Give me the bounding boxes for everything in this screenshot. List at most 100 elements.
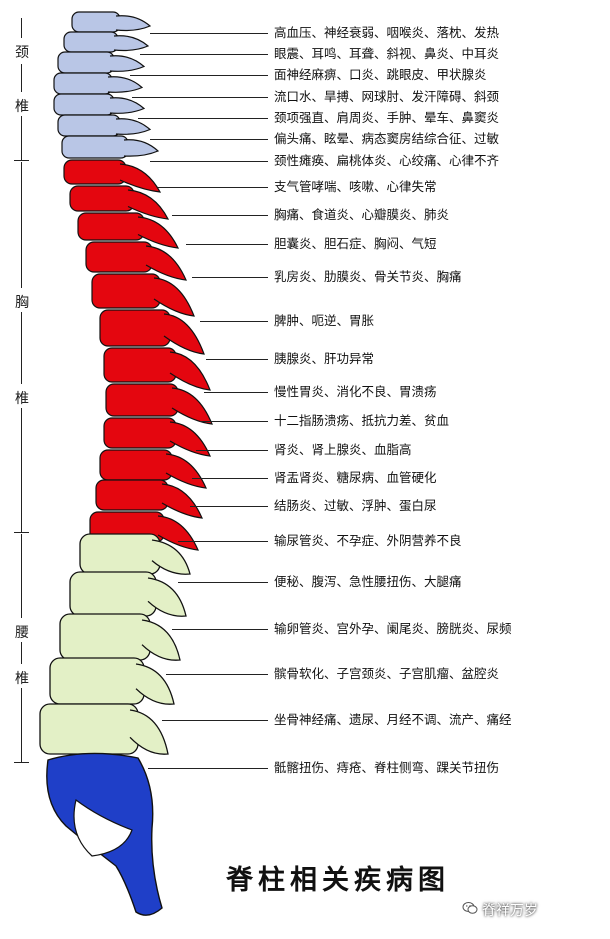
cervical-process bbox=[110, 98, 144, 114]
leader-line bbox=[200, 321, 268, 322]
bracket-line bbox=[21, 64, 22, 92]
leader-line bbox=[196, 450, 268, 451]
leader-line bbox=[158, 187, 268, 188]
cervical-vertebra bbox=[58, 115, 120, 136]
thoracic-vertebra bbox=[86, 242, 152, 272]
leader-line bbox=[204, 392, 268, 393]
leader-line bbox=[190, 506, 268, 507]
annotation-text: 十二指肠溃疡、抵抗力差、贫血 bbox=[274, 414, 449, 428]
leader-line bbox=[130, 75, 268, 76]
cervical-vertebra bbox=[54, 94, 114, 115]
lumbar-vertebra bbox=[60, 614, 150, 660]
cervical-process bbox=[116, 16, 150, 31]
leader-line bbox=[172, 629, 268, 630]
leader-line bbox=[192, 277, 268, 278]
annotation-text: 结肠炎、过敏、浮肿、蛋白尿 bbox=[274, 499, 437, 513]
annotation-text: 坐骨神经痛、遗尿、月经不调、流产、痛经 bbox=[274, 713, 512, 727]
annotation-text: 眼震、耳鸣、耳聋、斜视、鼻炎、中耳炎 bbox=[274, 47, 499, 61]
annotation-text: 肾炎、肾上腺炎、血脂高 bbox=[274, 443, 412, 457]
leader-line bbox=[192, 478, 268, 479]
region-label-thoracic-1: 胸 bbox=[12, 292, 32, 312]
cervical-vertebra bbox=[54, 73, 112, 94]
thoracic-vertebra bbox=[100, 310, 170, 346]
thoracic-vertebra bbox=[78, 213, 144, 240]
cervical-process bbox=[110, 56, 144, 72]
leader-line bbox=[172, 215, 268, 216]
thoracic-vertebra bbox=[92, 274, 160, 308]
annotation-text: 慢性胃炎、消化不良、胃溃疡 bbox=[274, 385, 437, 399]
leader-line bbox=[166, 674, 268, 675]
lumbar-vertebra bbox=[40, 704, 138, 754]
bracket-line bbox=[21, 688, 22, 762]
bracket-line bbox=[21, 162, 22, 288]
leader-line bbox=[150, 33, 268, 34]
region-label-thoracic-2: 椎 bbox=[12, 388, 32, 408]
annotation-text: 肾盂肾炎、糖尿病、血管硬化 bbox=[274, 471, 437, 485]
thoracic-process bbox=[166, 454, 206, 488]
lumbar-vertebra bbox=[70, 572, 156, 616]
annotation-text: 脾肿、呃逆、胃胀 bbox=[274, 314, 374, 328]
cervical-process bbox=[116, 119, 150, 135]
thoracic-vertebra bbox=[104, 348, 176, 382]
annotation-text: 流口水、旱搏、网球肘、发汗障碍、斜颈 bbox=[274, 90, 499, 104]
thoracic-vertebra bbox=[70, 186, 134, 211]
annotation-text: 高血压、神经衰弱、咽喉炎、落枕、发热 bbox=[274, 26, 499, 40]
bracket-line bbox=[21, 18, 22, 38]
cervical-process bbox=[108, 77, 142, 93]
cervical-vertebra bbox=[62, 136, 128, 158]
cervical-vertebra bbox=[72, 12, 120, 32]
bracket-line bbox=[21, 642, 22, 664]
leader-line bbox=[140, 54, 268, 55]
bracket-line bbox=[21, 116, 22, 160]
leader-line bbox=[186, 244, 268, 245]
leader-line bbox=[150, 161, 268, 162]
thoracic-vertebra bbox=[96, 480, 168, 510]
leader-line bbox=[178, 541, 268, 542]
bracket-tick bbox=[14, 160, 29, 161]
bracket-line bbox=[21, 534, 22, 618]
region-label-lumbar-1: 腰 bbox=[12, 622, 32, 642]
thoracic-vertebra bbox=[104, 418, 176, 448]
leader-line bbox=[132, 97, 268, 98]
cervical-vertebra bbox=[64, 32, 118, 52]
wechat-icon bbox=[462, 900, 478, 916]
annotation-text: 颈项强直、肩周炎、手肿、晕车、鼻窦炎 bbox=[274, 111, 499, 125]
leader-line bbox=[162, 720, 268, 721]
annotation-text: 支气管哮喘、咳嗽、心律失常 bbox=[274, 180, 437, 194]
cervical-process bbox=[124, 140, 158, 156]
lumbar-vertebra bbox=[50, 658, 144, 704]
region-label-cervical-1: 颈 bbox=[12, 42, 32, 62]
annotation-text: 便秘、腹泻、急性腰扭伤、大腿痛 bbox=[274, 575, 462, 589]
thoracic-vertebra bbox=[100, 450, 172, 480]
leader-line bbox=[150, 139, 268, 140]
bracket-line bbox=[21, 408, 22, 532]
leader-line bbox=[138, 118, 268, 119]
annotation-text: 输卵管炎、宫外孕、阑尾炎、膀胱炎、尿频 bbox=[274, 622, 512, 636]
lumbar-vertebra bbox=[80, 534, 160, 574]
thoracic-vertebra bbox=[64, 160, 126, 184]
thoracic-vertebra bbox=[106, 384, 178, 416]
annotation-text: 输尿管炎、不孕症、外阴营养不良 bbox=[274, 534, 462, 548]
annotation-text: 胸痛、食道炎、心瓣膜炎、肺炎 bbox=[274, 208, 449, 222]
annotation-text: 髌骨软化、子宫颈炎、子宫肌瘤、盆腔炎 bbox=[274, 667, 499, 681]
leader-line bbox=[148, 768, 268, 769]
bracket-tick bbox=[14, 762, 29, 763]
cervical-process bbox=[114, 36, 148, 51]
annotation-text: 颈性瘫痪、扁桃体炎、心绞痛、心律不齐 bbox=[274, 154, 499, 168]
leader-line bbox=[178, 582, 268, 583]
region-label-cervical-2: 椎 bbox=[12, 96, 32, 116]
bracket-line bbox=[21, 312, 22, 384]
leader-line bbox=[206, 359, 268, 360]
leader-line bbox=[200, 421, 268, 422]
annotation-text: 偏头痛、眩晕、病态窦房结综合征、过敏 bbox=[274, 132, 499, 146]
annotation-text: 面神经麻痹、口炎、跳眼皮、甲状腺炎 bbox=[274, 68, 487, 82]
annotation-text: 骶髂扭伤、痔疮、脊柱侧弯、踝关节扭伤 bbox=[274, 761, 499, 775]
diagram-title: 脊柱相关疾病图 bbox=[226, 858, 450, 897]
bracket-tick bbox=[14, 532, 29, 533]
thoracic-process bbox=[162, 484, 202, 518]
region-label-lumbar-2: 椎 bbox=[12, 668, 32, 688]
cervical-vertebra bbox=[58, 52, 114, 73]
thoracic-process bbox=[170, 352, 210, 390]
annotation-text: 乳房炎、肋膜炎、骨关节炎、胸痛 bbox=[274, 270, 462, 284]
